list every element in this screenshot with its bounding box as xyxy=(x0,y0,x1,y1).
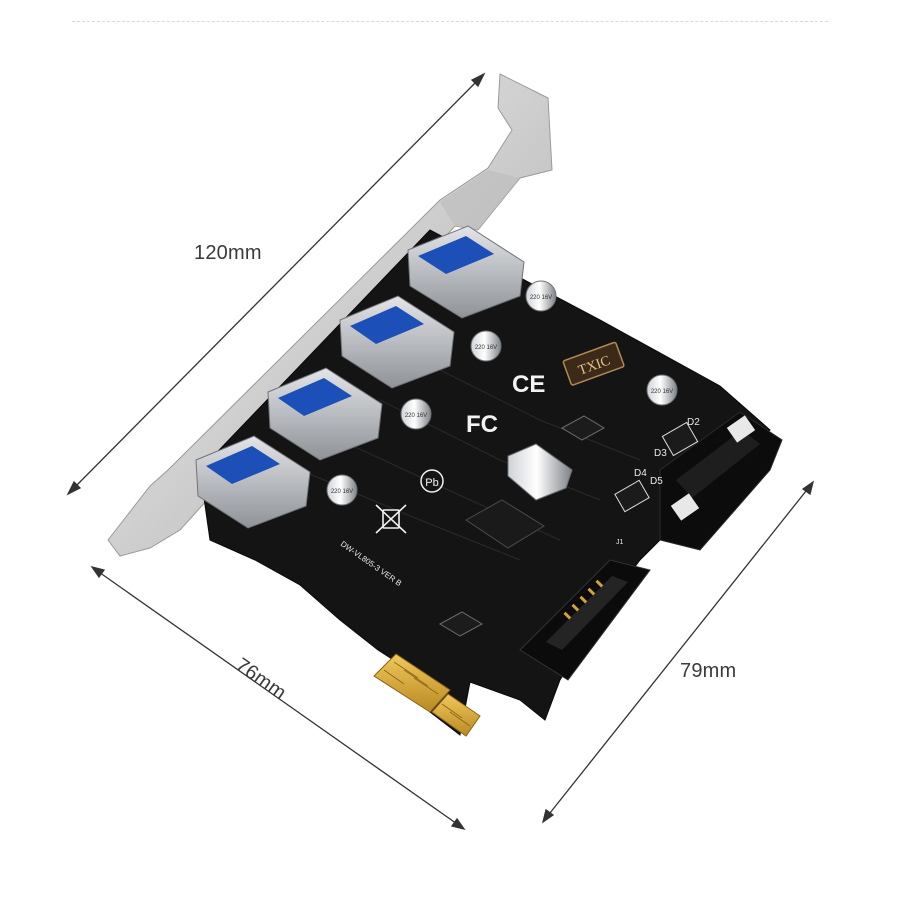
dimension-length-label: 120mm xyxy=(194,242,262,264)
label-d3: D3 xyxy=(654,448,667,459)
capacitor-2-label: 220 16V xyxy=(475,345,497,351)
capacitor-5: 220 16V xyxy=(646,374,678,406)
sata-power-connector xyxy=(519,559,651,681)
top-divider xyxy=(72,21,828,22)
weee-bin-icon xyxy=(375,504,407,534)
usb-port-1 xyxy=(407,225,525,319)
label-d5: D5 xyxy=(650,476,663,487)
capacitor-5-label: 220 16V xyxy=(651,389,673,395)
label-j1: J1 xyxy=(616,539,624,546)
pcie-gold-fingers xyxy=(373,653,481,737)
capacitor-1: 220 16V xyxy=(525,280,557,312)
label-d2: D2 xyxy=(687,417,700,428)
small-ic-2 xyxy=(438,611,484,637)
metal-bracket xyxy=(107,73,553,557)
small-ic-1 xyxy=(560,415,606,441)
usb-port-2 xyxy=(339,295,455,389)
dimension-height-label: 79mm xyxy=(680,660,737,682)
dimension-line-width xyxy=(90,565,466,831)
diode-d2-d3 xyxy=(661,421,699,457)
capacitor-3: 220 16V xyxy=(400,398,432,430)
capacitor-4: 220 16V xyxy=(326,474,358,506)
dimension-line-height xyxy=(541,480,815,824)
ce-mark: CE xyxy=(512,371,545,398)
usb-port-3 xyxy=(267,367,383,461)
pb-free-mark-text: Pb xyxy=(425,477,438,489)
usb-port-4 xyxy=(195,435,311,529)
label-d4: D4 xyxy=(634,468,647,479)
crystal-oscillator xyxy=(507,443,573,501)
molex-power-connector xyxy=(659,411,783,551)
capacitor-2: 220 16V xyxy=(470,330,502,362)
capacitor-1-label: 220 16V xyxy=(530,295,552,301)
pb-free-mark: Pb xyxy=(420,469,444,493)
dimension-line-length xyxy=(66,72,486,496)
capacitor-3-label: 220 16V xyxy=(405,413,427,419)
fc-mark: FC xyxy=(466,411,498,438)
diode-d4-d5 xyxy=(614,479,650,513)
controller-chip xyxy=(465,499,545,549)
capacitor-4-label: 220 16V xyxy=(331,489,353,495)
